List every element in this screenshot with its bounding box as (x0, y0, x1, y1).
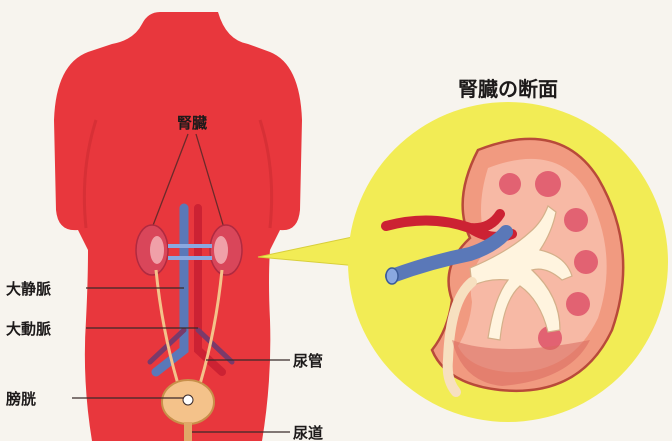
vena-cava-label: 大静脈 (6, 280, 51, 298)
renal-pyramid (566, 292, 590, 316)
renal-pyramid (499, 173, 521, 195)
bladder-center (183, 395, 193, 405)
body-silhouette (54, 12, 302, 441)
renal-vein-opening (386, 268, 398, 284)
renal-pyramid (574, 250, 598, 274)
renal-pyramid (535, 171, 561, 197)
left-kidney-inner (150, 236, 164, 264)
aorta-label: 大動脈 (6, 320, 51, 338)
right-kidney-inner (214, 236, 228, 264)
urethra-tube (184, 422, 192, 441)
bladder-label: 膀胱 (6, 390, 36, 408)
urethra-label: 尿道 (293, 424, 323, 441)
renal-pyramid (564, 208, 588, 232)
kidney-label: 腎臓 (177, 114, 207, 132)
ureter-label: 尿管 (293, 352, 323, 370)
cross-section-title: 腎臓の断面 (458, 77, 558, 101)
